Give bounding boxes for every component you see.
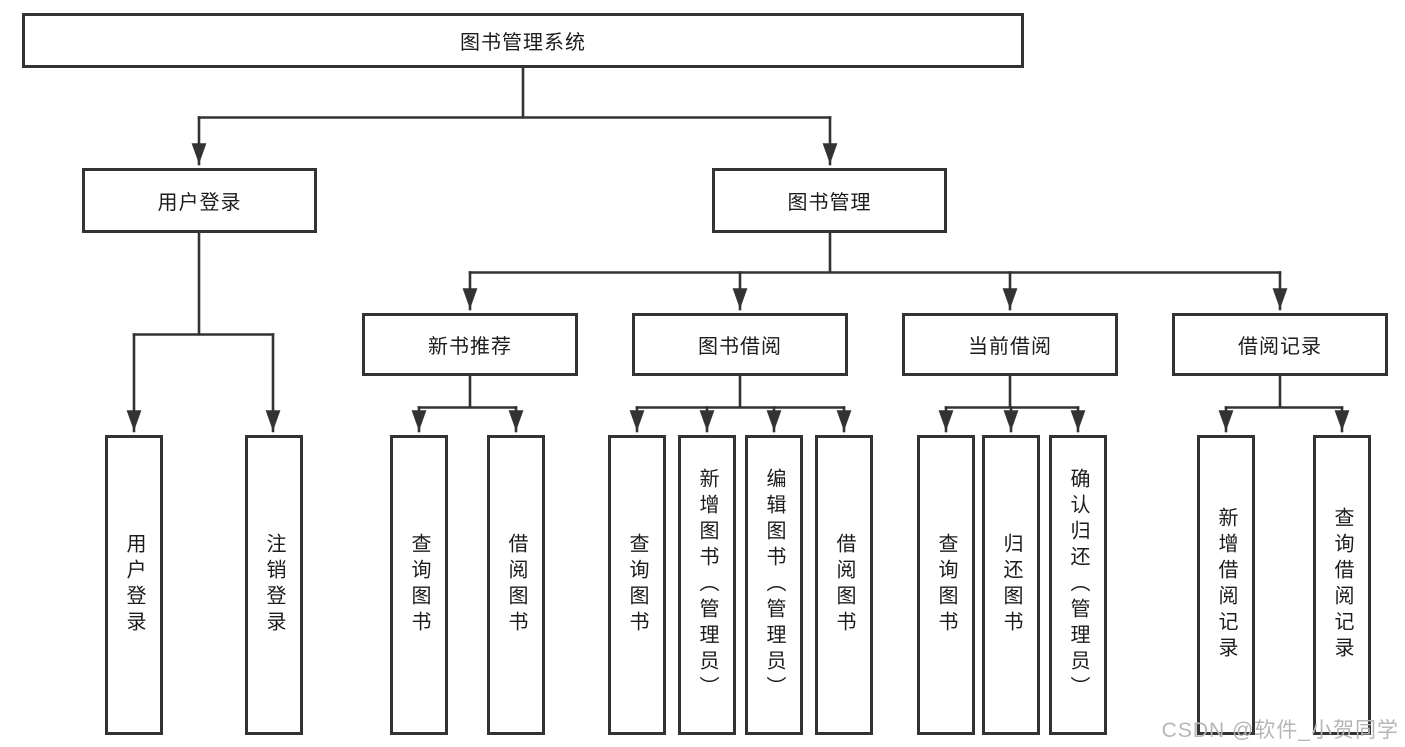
leaf-add-borrow-record: 新增借阅记录 xyxy=(1197,435,1255,735)
node-book-borrow: 图书借阅 xyxy=(632,313,848,376)
leaf-edit-book-admin: 编辑图书（管理员） xyxy=(745,435,803,735)
leaf-confirm-return-admin: 确认归还（管理员） xyxy=(1049,435,1107,735)
node-new-book-recommend: 新书推荐 xyxy=(362,313,578,376)
watermark-text: CSDN @软件_小贺同学 xyxy=(1161,719,1399,742)
leaf-query-books-borrow: 查询图书 xyxy=(608,435,666,735)
leaf-borrow-books-borrow: 借阅图书 xyxy=(815,435,873,735)
leaf-borrow-books-recommend: 借阅图书 xyxy=(487,435,545,735)
leaf-return-book: 归还图书 xyxy=(982,435,1040,735)
leaf-user-login: 用户登录 xyxy=(105,435,163,735)
leaf-query-books-recommend: 查询图书 xyxy=(390,435,448,735)
leaf-query-borrow-record: 查询借阅记录 xyxy=(1313,435,1371,735)
node-current-borrow: 当前借阅 xyxy=(902,313,1118,376)
leaf-logout: 注销登录 xyxy=(245,435,303,735)
node-book-management: 图书管理 xyxy=(712,168,947,233)
node-borrow-records: 借阅记录 xyxy=(1172,313,1388,376)
leaf-query-books-current: 查询图书 xyxy=(917,435,975,735)
node-root: 图书管理系统 xyxy=(22,13,1024,68)
node-user-login: 用户登录 xyxy=(82,168,317,233)
leaf-add-book-admin: 新增图书（管理员） xyxy=(678,435,736,735)
